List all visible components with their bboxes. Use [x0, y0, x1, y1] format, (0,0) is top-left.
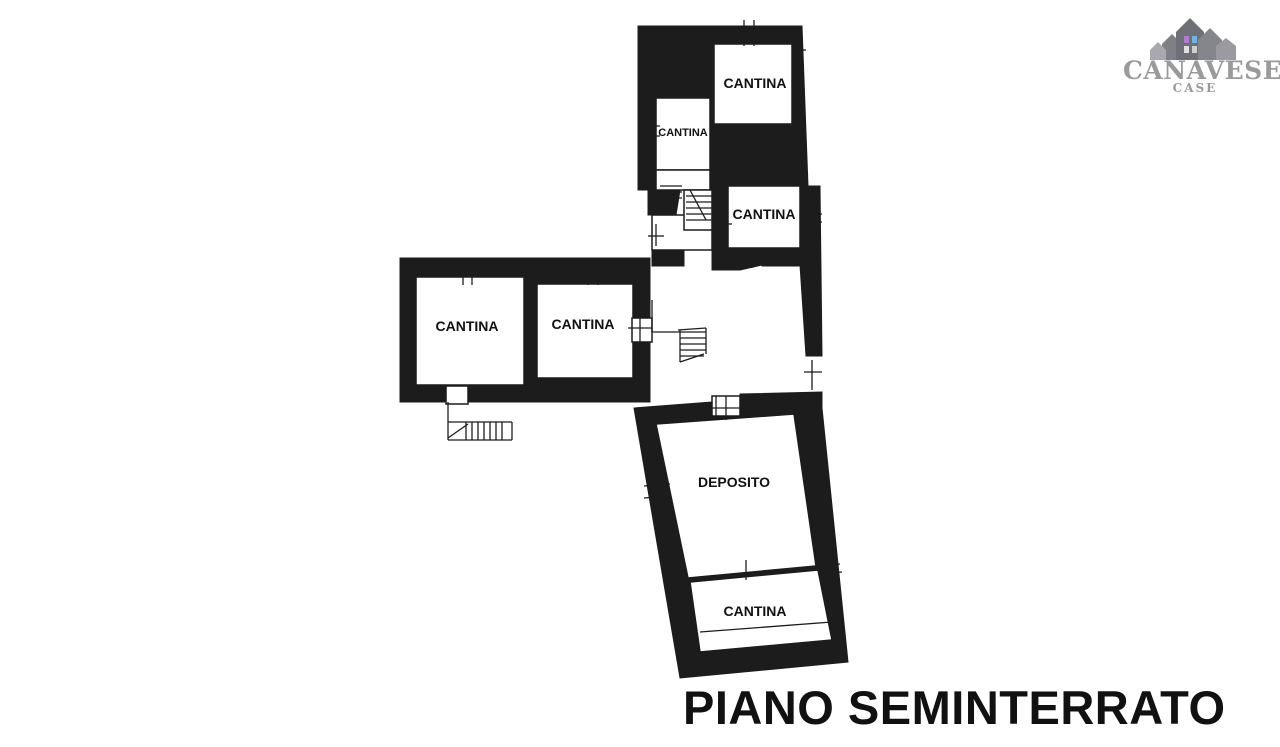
window-marks-upper: [640, 20, 822, 390]
room-cantina-left: [415, 276, 525, 386]
label-cantina-bottom: CANTINA: [724, 603, 787, 619]
room-cantina-small: [655, 97, 711, 171]
window-marks-lower: [643, 396, 843, 633]
room-cantina-bottom: [689, 569, 833, 653]
label-cantina-center-left: CANTINA: [552, 316, 615, 332]
stair-upper: [660, 185, 712, 221]
logo-text: CANAVESE: [1123, 56, 1280, 85]
houses-icon: [1150, 18, 1236, 60]
label-cantina-small: CANTINA: [658, 127, 708, 139]
company-logo: CANAVESE CASE: [1120, 14, 1280, 100]
window-marks-left: [458, 259, 652, 342]
room-cantina-top: [713, 43, 793, 125]
label-deposito: DEPOSITO: [698, 474, 770, 490]
label-cantina-top: CANTINA: [724, 75, 787, 91]
label-cantina-right: CANTINA: [733, 206, 796, 222]
room-cantina-right: [727, 185, 801, 249]
plan-title: PIANO SEMINTERRATO: [683, 681, 1226, 734]
room-cantina-center-left: [536, 283, 634, 379]
stair-left: [447, 402, 513, 441]
logo-subtext: CASE: [1172, 81, 1218, 95]
stair-central: [651, 300, 707, 363]
label-cantina-left: CANTINA: [436, 318, 499, 334]
